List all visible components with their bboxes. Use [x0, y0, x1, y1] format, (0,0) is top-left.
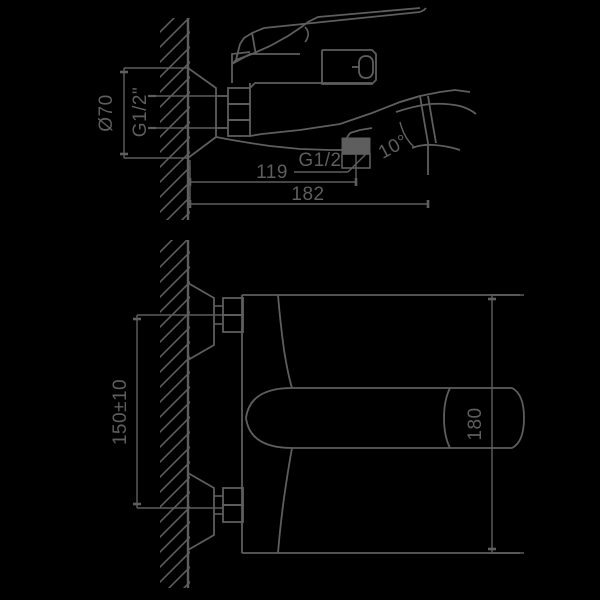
- wall-section-upper: [160, 18, 190, 220]
- dimension-182: 182: [291, 184, 324, 205]
- dimension-150: 150±10: [110, 379, 131, 445]
- shower-outlet-upper: [341, 137, 371, 169]
- wall-section-lower: [160, 240, 190, 588]
- spout-tip-upper: [395, 89, 477, 175]
- dimension-dia70: Ø70: [96, 94, 117, 131]
- escutcheon-lower-lower-view: [187, 472, 215, 551]
- mixer-body-front: [241, 294, 520, 554]
- dimension-150-line: [133, 314, 223, 509]
- dimension-182-line: [188, 160, 430, 208]
- dimension-g12-outlet-leader: [294, 153, 367, 173]
- inlet-stub-upper: [216, 95, 228, 129]
- dimension-119: 119: [256, 162, 288, 183]
- wall-hatching-lower: [160, 240, 190, 588]
- dimension-dia70-line: [120, 67, 188, 159]
- lever-handle-front: [245, 387, 525, 449]
- inlet-thread-upper: [227, 87, 251, 137]
- dimension-g12-inlet-line: [148, 94, 228, 130]
- inlet-stub-top-lower-view: [214, 305, 223, 325]
- dimension-180: 180: [465, 407, 486, 440]
- escutcheon-upper: [187, 67, 217, 159]
- front-elevation-view: 150±10 180: [110, 240, 525, 588]
- inlet-thread-bottom-lower-view: [222, 487, 244, 523]
- side-elevation-view: 10° Ø70 G1/2" G1/: [96, 7, 477, 220]
- dimension-angle-10deg: 10°: [375, 131, 412, 164]
- inlet-thread-top-lower-view: [222, 297, 244, 333]
- outlet-angle-arc-upper: [399, 121, 415, 148]
- lever-pivot-upper: [304, 26, 309, 43]
- dimension-180-line: [488, 294, 524, 554]
- lever-handle-upper: [231, 7, 427, 65]
- inlet-stub-bottom-lower-view: [214, 495, 223, 515]
- body-waist-curves-front: [277, 294, 293, 554]
- dimension-g12-outlet: G1/2: [298, 150, 341, 171]
- escutcheon-upper-lower-view: [187, 282, 215, 361]
- diverter-knob-upper: [321, 49, 377, 85]
- mixer-body-upper: [231, 53, 372, 89]
- wall-hatching-upper: [160, 18, 190, 220]
- dimension-g12-inlet: G1/2": [130, 87, 151, 137]
